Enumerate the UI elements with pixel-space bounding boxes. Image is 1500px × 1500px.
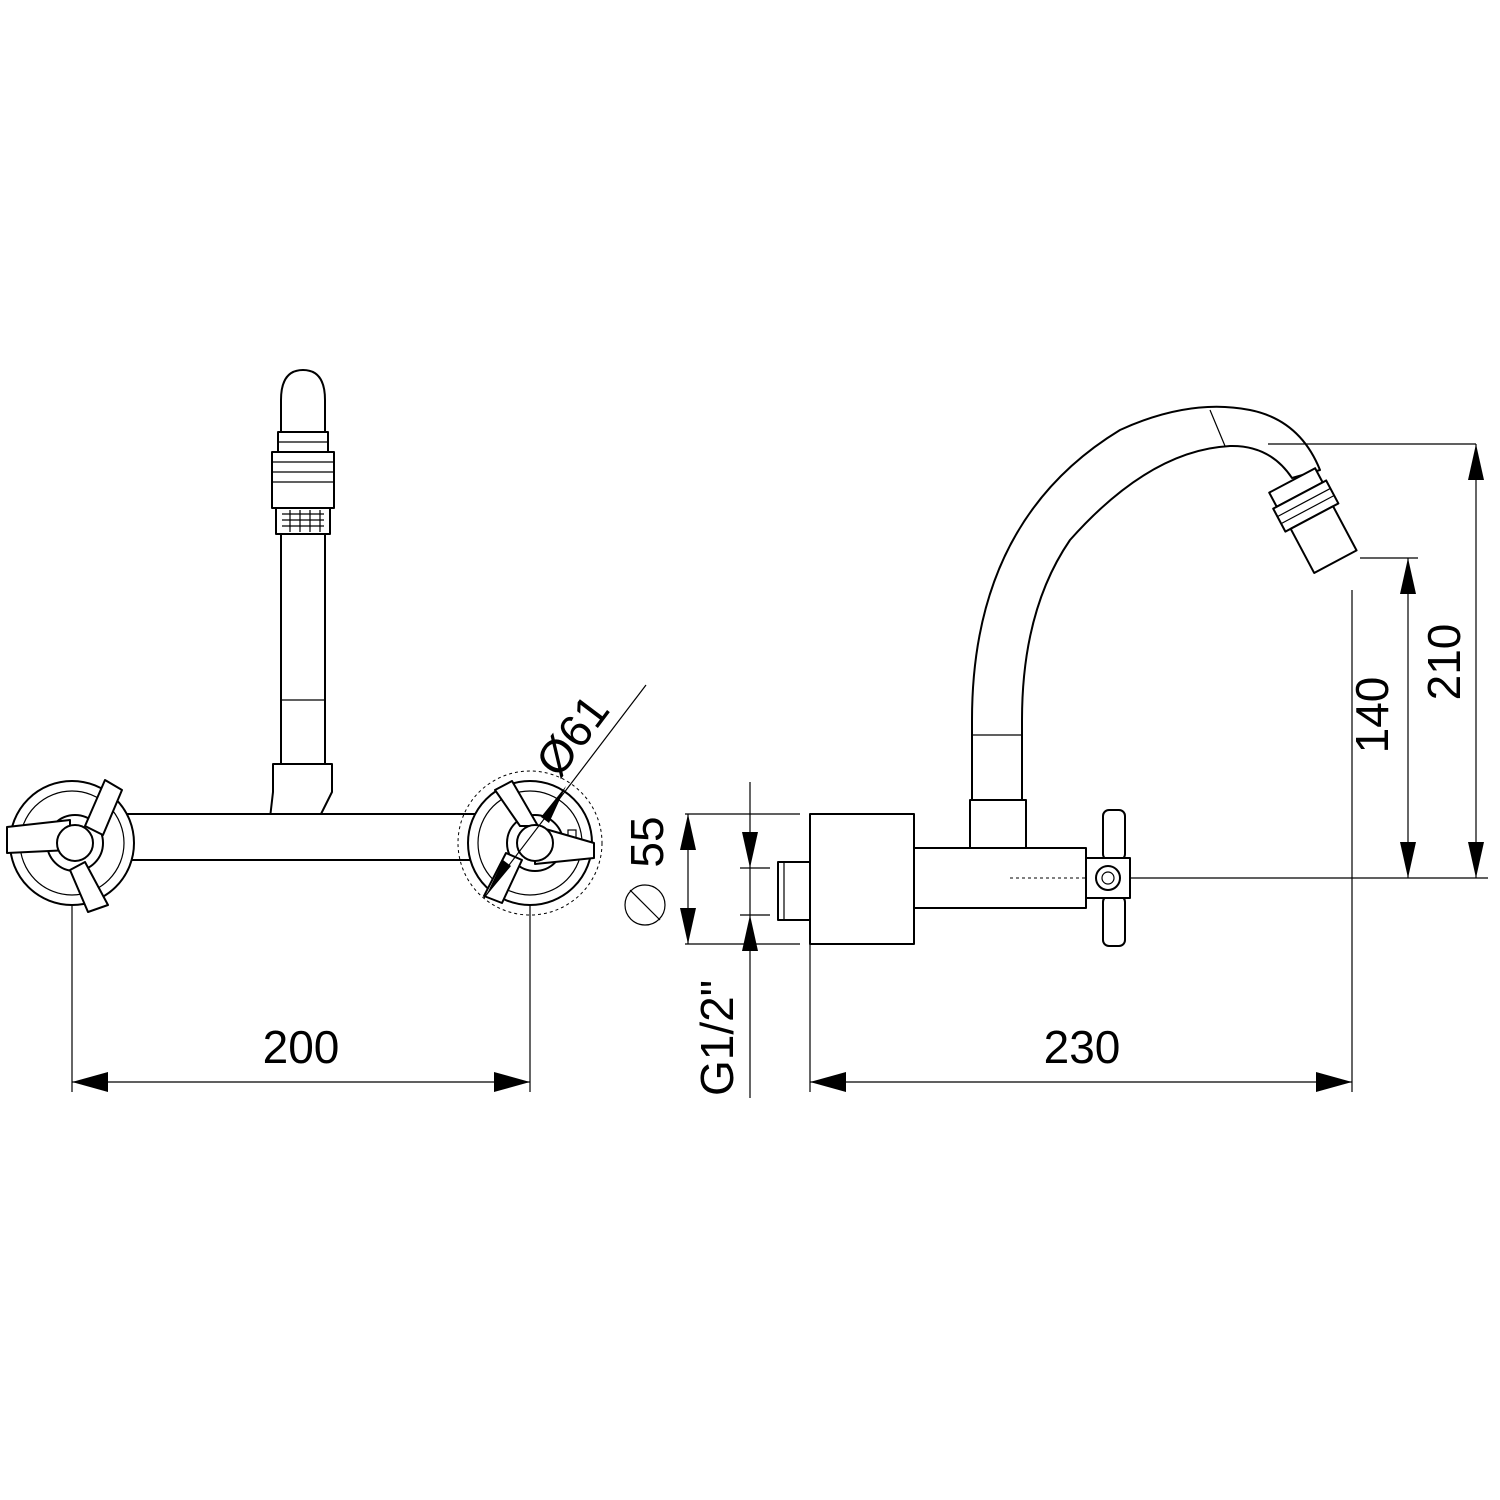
thread-symbol [624, 884, 666, 926]
right-valve [457, 770, 603, 916]
side-aerator [1268, 467, 1358, 574]
front-body [99, 813, 531, 861]
side-spout [971, 405, 1476, 801]
dimension-thread-label: G1/2" [691, 980, 743, 1096]
front-spout [271, 369, 335, 765]
dimension-210-label: 210 [1418, 624, 1470, 701]
dimension-140-label: 140 [1346, 677, 1398, 754]
left-valve [6, 779, 135, 913]
side-thread [777, 861, 811, 921]
dimension-230-label: 230 [1044, 1021, 1121, 1073]
side-body [913, 847, 1087, 909]
diameter-label: Ø61 [525, 685, 619, 786]
dimension-200-label: 200 [263, 1021, 340, 1073]
side-spout-collar [969, 799, 1027, 849]
dimension-thread: G1/2" [691, 782, 770, 1098]
dimension-210: 210 [1418, 444, 1484, 878]
dimension-55-label: 55 [621, 816, 673, 867]
side-handle [1085, 809, 1131, 947]
dimension-230: 230 [810, 1021, 1352, 1092]
dimension-140: 140 [1346, 558, 1416, 878]
side-view [624, 405, 1488, 1092]
diameter-leader [483, 684, 647, 899]
dimension-55: 55 [621, 813, 800, 945]
dimension-200: 200 [72, 1021, 530, 1092]
front-view: Ø61 [6, 369, 647, 1092]
aerator-mesh [282, 510, 324, 532]
side-flange [809, 813, 915, 945]
